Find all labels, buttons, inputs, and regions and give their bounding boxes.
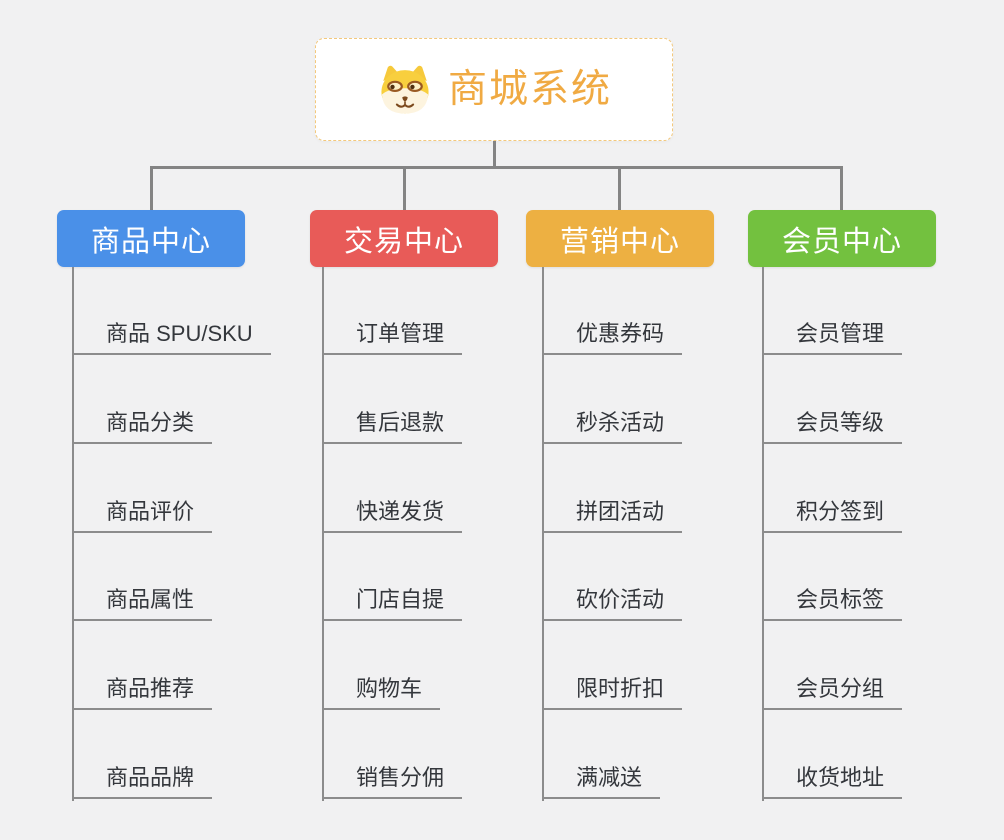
leaf-node[interactable]: 快递发货 <box>322 497 463 533</box>
leaf-node[interactable]: 商品属性 <box>72 585 213 621</box>
leaf-node[interactable]: 满减送 <box>542 763 661 799</box>
connector-trunk-marketing <box>542 267 544 801</box>
branch-header-member[interactable]: 会员中心 <box>748 210 936 267</box>
leaf-node[interactable]: 限时折扣 <box>542 674 683 710</box>
leaf-node[interactable]: 销售分佣 <box>322 763 463 799</box>
leaf-node[interactable]: 门店自提 <box>322 585 463 621</box>
connector-bus <box>150 166 843 169</box>
connector-trunk-product <box>72 267 74 801</box>
leaf-node[interactable]: 会员标签 <box>762 585 903 621</box>
connector-trunk-member <box>762 267 764 801</box>
leaf-node[interactable]: 砍价活动 <box>542 585 683 621</box>
leaf-node[interactable]: 售后退款 <box>322 408 463 444</box>
connector-trunk-trade <box>322 267 324 801</box>
leaf-node[interactable]: 会员等级 <box>762 408 903 444</box>
root-node[interactable]: 商城系统 <box>315 38 673 141</box>
leaf-node[interactable]: 商品推荐 <box>72 674 213 710</box>
leaf-node[interactable]: 商品评价 <box>72 497 213 533</box>
leaf-node[interactable]: 会员管理 <box>762 319 903 355</box>
connector-drop-member <box>840 166 843 211</box>
root-title: 商城系统 <box>447 68 612 111</box>
leaf-node[interactable]: 商品分类 <box>72 408 213 444</box>
leaf-node[interactable]: 秒杀活动 <box>542 408 683 444</box>
leaf-node[interactable]: 优惠券码 <box>542 319 683 355</box>
branch-header-marketing[interactable]: 营销中心 <box>526 210 714 267</box>
leaf-node[interactable]: 积分签到 <box>762 497 903 533</box>
leaf-node[interactable]: 商品 SPU/SKU <box>72 319 271 355</box>
connector-drop-trade <box>403 166 406 211</box>
branch-header-product[interactable]: 商品中心 <box>57 210 245 267</box>
shiba-dog-face-icon <box>381 65 429 114</box>
connector-root-drop <box>493 141 496 167</box>
leaf-node[interactable]: 收货地址 <box>762 763 903 799</box>
leaf-node[interactable]: 商品品牌 <box>72 763 213 799</box>
connector-drop-marketing <box>618 166 621 211</box>
leaf-node[interactable]: 会员分组 <box>762 674 903 710</box>
leaf-node[interactable]: 订单管理 <box>322 319 463 355</box>
branch-header-trade[interactable]: 交易中心 <box>310 210 498 267</box>
connector-drop-product <box>150 166 153 211</box>
leaf-node[interactable]: 拼团活动 <box>542 497 683 533</box>
leaf-node[interactable]: 购物车 <box>322 674 441 710</box>
